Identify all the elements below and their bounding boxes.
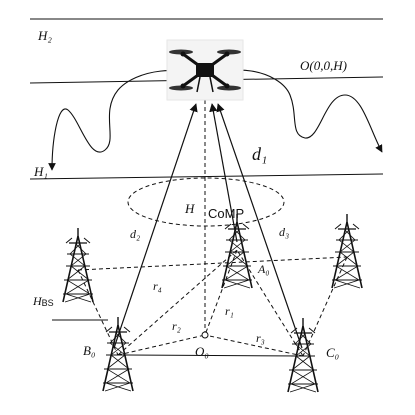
label-o0: O₀ (195, 344, 209, 359)
h1-line (29, 173, 384, 180)
flight-trajectory (48, 70, 206, 171)
label-h: H (184, 201, 195, 216)
hbs-subscript: BS (42, 298, 54, 308)
link-d3 (216, 103, 303, 349)
link-d2 (113, 103, 198, 349)
label-r4: r₄ (153, 279, 162, 293)
o0-point (201, 331, 209, 339)
label-r1: r₁ (225, 304, 234, 318)
label-d2: d₂ (130, 227, 140, 241)
label-r2: r₂ (172, 319, 181, 333)
label-a0: A₀ (257, 262, 270, 276)
drone-icon (166, 39, 244, 101)
link-d1 (209, 103, 238, 243)
flight-trajectory-right (204, 69, 383, 153)
tower-icon-left (62, 227, 94, 303)
label-h1: H₁ (33, 164, 48, 179)
label-hbs-main: HBS (32, 294, 54, 308)
label-r3: r₃ (256, 331, 265, 345)
label-b0: B₀ (83, 343, 95, 358)
hbs-letter: H (32, 294, 43, 308)
label-d1: d₁ (252, 144, 267, 164)
base-line-b0-c0 (117, 354, 304, 357)
label-d3: d₃ (279, 225, 289, 239)
tower-icon-right (331, 213, 363, 289)
label-drone-position: O(0,0,H) (300, 58, 347, 73)
label-c0: C₀ (326, 345, 339, 360)
label-comp: CoMP (208, 206, 244, 221)
label-h2: H₂ (37, 28, 52, 43)
ground-network (77, 100, 348, 357)
comp-region (127, 177, 285, 227)
